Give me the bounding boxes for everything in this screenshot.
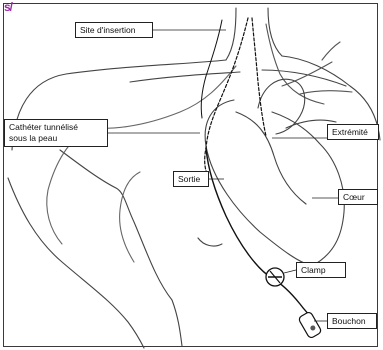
label-exit: Sortie bbox=[173, 171, 209, 187]
label-tunneled-catheter-line2: sous la peau bbox=[9, 133, 103, 144]
leader-clamp bbox=[284, 270, 296, 273]
aorta-arch bbox=[258, 79, 305, 134]
cephalic-vein bbox=[120, 172, 140, 262]
label-tunneled-catheter: Cathéter tunnélisé sous la peau bbox=[4, 119, 108, 147]
label-heart: Cœur bbox=[338, 189, 378, 205]
vein-branch-2 bbox=[322, 42, 340, 60]
neck-left-outline bbox=[226, 8, 236, 60]
neck-right-outline bbox=[268, 8, 282, 56]
catheter-tube bbox=[206, 148, 316, 322]
catheter-dashed-line-inner bbox=[252, 18, 266, 136]
heart-inner-line bbox=[236, 112, 306, 204]
label-tip: Extrémité bbox=[327, 124, 379, 140]
cap-icon bbox=[298, 311, 322, 339]
label-clamp: Clamp bbox=[296, 262, 346, 278]
arm-lower-outline bbox=[60, 150, 182, 346]
subclavian-vein bbox=[90, 66, 236, 128]
label-cap: Bouchon bbox=[327, 313, 377, 329]
catheter-dashed-line bbox=[205, 18, 248, 176]
arm-upper-outline bbox=[8, 178, 144, 348]
vein-branch-3 bbox=[300, 91, 352, 94]
right-clavicle bbox=[262, 70, 346, 86]
label-tunneled-catheter-line1: Cathéter tunnélisé bbox=[9, 122, 103, 133]
heart-outline bbox=[205, 100, 344, 266]
jugular-vein-right bbox=[266, 24, 324, 104]
chest-marking bbox=[198, 238, 222, 246]
clamp-icon bbox=[266, 268, 284, 286]
label-insertion-site: Site d'insertion bbox=[75, 22, 153, 38]
